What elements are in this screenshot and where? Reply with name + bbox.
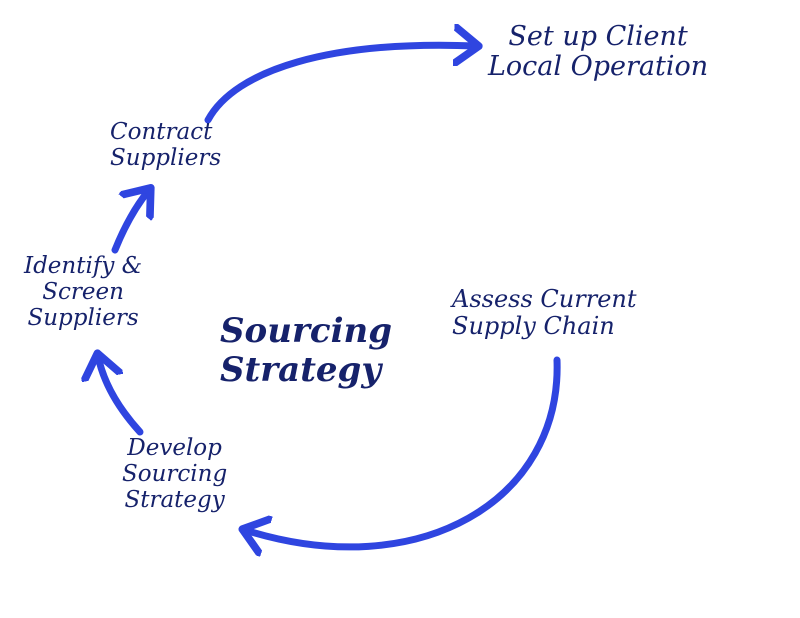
arrow-assess-to-develop (245, 356, 561, 547)
title-line-2: Strategy (220, 350, 382, 391)
step-assess-line-1: Assess Current (452, 285, 637, 313)
step-setup-line-2: Local Operation (488, 51, 709, 83)
step-identify-line-3: Suppliers (27, 304, 139, 331)
step-develop-line-2: Sourcing (122, 460, 228, 487)
step-identify-line-1: Identify & (24, 253, 143, 279)
step-contract: Contract Suppliers (110, 119, 222, 172)
step-contract-line-2: Suppliers (110, 144, 222, 171)
step-setup-line-1: Set up Client (508, 21, 688, 52)
diagram-title: Sourcing Strategy (220, 311, 392, 391)
step-contract-line-1: Contract (110, 119, 213, 145)
step-develop-line-1: Develop (127, 435, 222, 461)
arrow-identify-to-contract (111, 190, 149, 254)
arrow-develop-to-identify (98, 356, 144, 436)
step-develop: Develop Sourcing Strategy (122, 435, 228, 513)
step-assess-line-2: Supply Chain (452, 311, 615, 340)
step-develop-line-3: Strategy (124, 486, 225, 513)
title-line-1: Sourcing (220, 311, 392, 351)
arrow-contract-to-setup (204, 45, 476, 124)
step-assess: Assess Current Supply Chain (452, 286, 637, 340)
step-setup: Set up Client Local Operation (488, 21, 709, 83)
step-identify-line-2: Screen (42, 278, 124, 305)
step-identify: Identify & Screen Suppliers (24, 253, 143, 331)
